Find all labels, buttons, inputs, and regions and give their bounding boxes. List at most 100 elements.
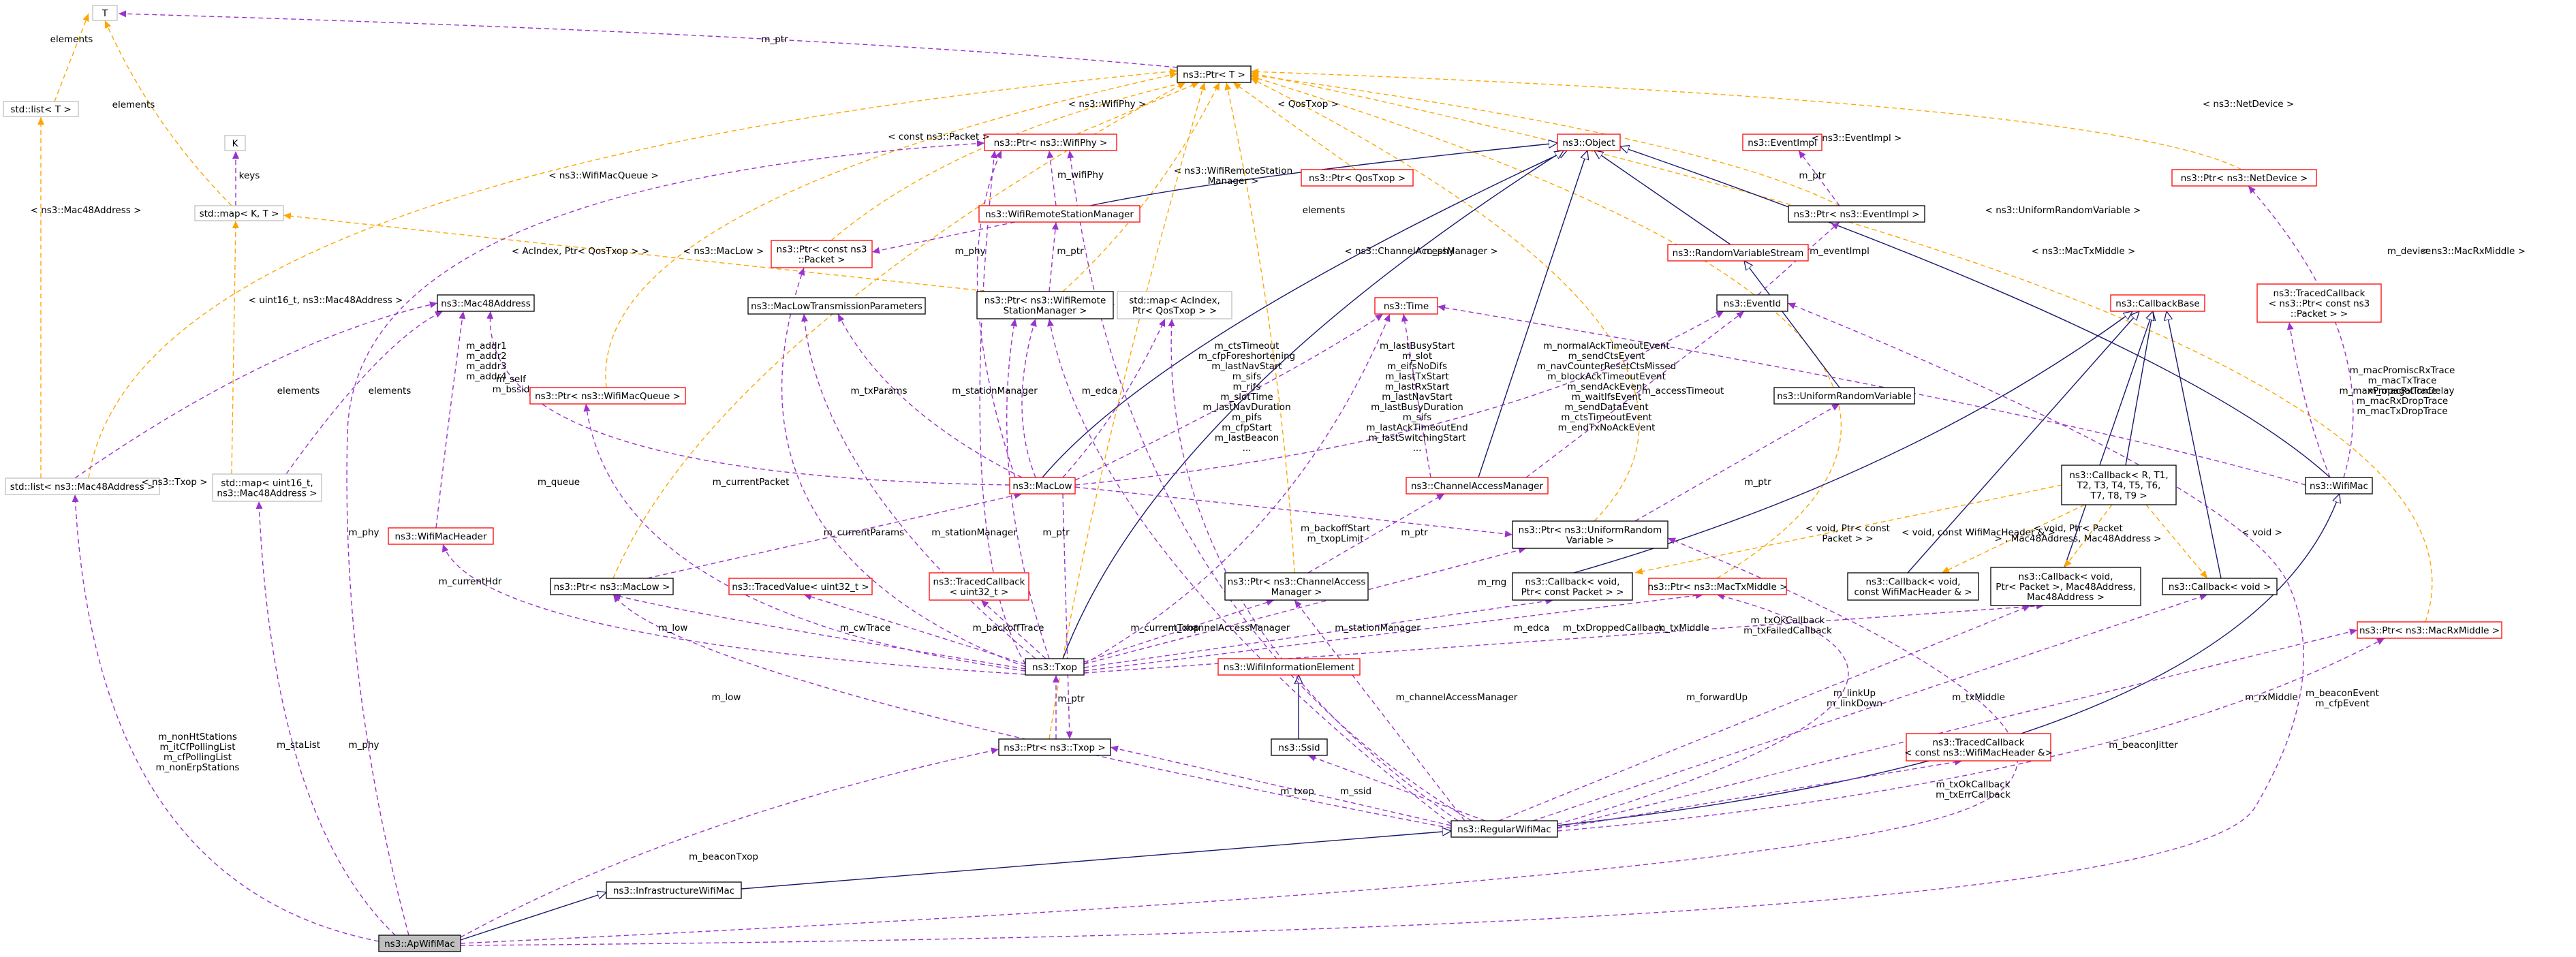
node-label: ns3::Ptr< ns3::MacRxMiddle > xyxy=(2359,625,2500,636)
edge-n_ptrMacTxMiddle-to-n_ptrT xyxy=(1250,75,1842,579)
node-box xyxy=(1224,572,1369,601)
node-box xyxy=(1648,578,1787,595)
node-label: Manager > xyxy=(1271,587,1322,598)
edge-label: m_txMiddle xyxy=(1656,623,1709,633)
edge-label: m_lastNavStart xyxy=(1382,392,1453,403)
edge-n_txop-to-n_lowTxParams xyxy=(801,313,1036,659)
node-wifiInfoElement[interactable]: ns3::WifiInformationElement xyxy=(1217,658,1361,676)
node-mapAcIndex[interactable]: std::map< AcIndex,Ptr< QosTxop > > xyxy=(1117,291,1232,319)
edge-n_listMac48-to-n_mac48 xyxy=(74,301,438,479)
node-label: Mac48Address > xyxy=(2027,592,2105,603)
edge-label: elements xyxy=(369,386,412,396)
node-callbackRT[interactable]: ns3::Callback< R, T1,T2, T3, T4, T5, T6,… xyxy=(2061,465,2177,505)
edge-label: < ns3::Txop > xyxy=(141,477,207,488)
node-label: std::list< T > xyxy=(10,104,71,115)
node-T[interactable]: T xyxy=(92,5,118,21)
node-label: ns3::EventId xyxy=(1724,298,1782,309)
node-ptrUrv[interactable]: ns3::Ptr< ns3::UniformRandomVariable > xyxy=(1512,520,1669,549)
node-regularWifiMac[interactable]: ns3::RegularWifiMac xyxy=(1450,820,1558,838)
edge-n_macLow-to-n_time xyxy=(1074,313,1384,481)
edge-label: < ns3::Mac48Address > xyxy=(31,205,142,216)
node-callbackBase[interactable]: ns3::CallbackBase xyxy=(2110,294,2205,312)
edge-label: < ns3::NetDevice > xyxy=(2203,99,2294,110)
node-tracedCbPacket[interactable]: ns3::TracedCallback< ns3::Ptr< const ns3… xyxy=(2256,283,2382,323)
node-ptrRemoteMgr[interactable]: ns3::Ptr< ns3::WifiRemoteStationManager … xyxy=(976,291,1114,319)
edge-label: m_lastNavDuration xyxy=(1202,402,1290,413)
node-txop[interactable]: ns3::Txop xyxy=(1025,658,1085,676)
node-macLow[interactable]: ns3::MacLow xyxy=(1009,477,1076,495)
node-tracedCbUint[interactable]: ns3::TracedCallback< uint32_t > xyxy=(929,572,1029,601)
edge-label: m_addr1 xyxy=(466,341,506,351)
node-mapUint16Mac48[interactable]: std::map< uint16_t,ns3::Mac48Address > xyxy=(212,473,322,502)
edge-label: m_waitIfsEvent xyxy=(1572,392,1642,403)
node-ptrMacQueue[interactable]: ns3::Ptr< ns3::WifiMacQueue > xyxy=(529,387,686,405)
edge-label: m_channelAccessManager xyxy=(1396,692,1518,703)
node-tracedValue[interactable]: ns3::TracedValue< uint32_t > xyxy=(728,578,873,595)
node-wifiMacHeader[interactable]: ns3::WifiMacHeader xyxy=(388,527,494,545)
node-wifiMac[interactable]: ns3::WifiMac xyxy=(2305,477,2373,495)
edge-n_txop-to-n_wifiMacHeader xyxy=(441,544,1026,675)
node-ptrMacLow[interactable]: ns3::Ptr< ns3::MacLow > xyxy=(550,578,674,595)
edge-n_txop-to-n_callbackVoidPtrPacket xyxy=(1083,597,1554,668)
node-box xyxy=(1990,567,2141,606)
edge-n_regularWifiMac-to-n_ptrMacRxMiddle xyxy=(1557,628,2358,828)
edge-label: keys xyxy=(239,170,260,181)
node-mapKT[interactable]: std::map< K, T > xyxy=(194,205,284,221)
node-box xyxy=(1512,572,1633,601)
node-ptrNetDevice[interactable]: ns3::Ptr< ns3::NetDevice > xyxy=(2171,169,2317,187)
node-ptrT[interactable]: ns3::Ptr< T > xyxy=(1177,65,1252,83)
node-label: ns3::TracedCallback xyxy=(933,577,1025,588)
node-stdlistT[interactable]: std::list< T > xyxy=(3,101,79,117)
edge-label: m_ptr xyxy=(1042,527,1070,538)
node-urv[interactable]: ns3::UniformRandomVariable xyxy=(1773,387,1915,405)
node-eventImpl[interactable]: ns3::EventImpl xyxy=(1742,134,1822,151)
node-box xyxy=(747,297,926,315)
edge-n_apwifimac-to-n_infraWifiMac xyxy=(460,892,606,941)
edge-label: < uint16_t, ns3::Mac48Address > xyxy=(249,295,403,306)
node-mac48[interactable]: ns3::Mac48Address xyxy=(437,294,535,312)
node-channelAccessMgr[interactable]: ns3::ChannelAccessManager xyxy=(1406,477,1549,495)
node-ptrEventImpl[interactable]: ns3::Ptr< ns3::EventImpl > xyxy=(1788,205,1925,223)
edge-n_callbackRT-to-n_callbackVoidPtrPacket xyxy=(1634,484,2062,575)
edge-label: m_macRxTrace xyxy=(2368,386,2437,396)
edge-label: m_cfpStart xyxy=(1222,422,1272,433)
edge-n_infraWifiMac-to-n_regularWifiMac xyxy=(741,831,1451,890)
node-ptrChannelAccess[interactable]: ns3::Ptr< ns3::ChannelAccessManager > xyxy=(1224,572,1369,601)
edge-label: m_maxPropagationDelay xyxy=(2340,386,2455,396)
node-box xyxy=(2357,621,2502,639)
edge-label: < void, const WifiMacHeader & > xyxy=(1902,527,2055,538)
edge-n_callbackVoidHeader-to-n_callbackBase xyxy=(1907,311,2139,574)
node-callbackVoidHeader[interactable]: ns3::Callback< void,const WifiMacHeader … xyxy=(1847,572,1979,601)
node-ptrConstPacket[interactable]: ns3::Ptr< const ns3::Packet > xyxy=(771,240,873,268)
node-rvs[interactable]: ns3::RandomVariableStream xyxy=(1667,244,1809,262)
edge-label: < const ns3::Packet > xyxy=(888,131,990,142)
node-tracedCbHeader[interactable]: ns3::TracedCallback< const ns3::WifiMacH… xyxy=(1904,733,2053,762)
node-callbackVoid[interactable]: ns3::Callback< void > xyxy=(2162,578,2278,595)
node-ptrMacTxMiddle[interactable]: ns3::Ptr< ns3::MacTxMiddle > xyxy=(1648,578,1788,595)
node-ptrTxop[interactable]: ns3::Ptr< ns3::Txop > xyxy=(998,738,1111,756)
node-callbackVoidPacketMac[interactable]: ns3::Callback< void,Ptr< Packet >, Mac48… xyxy=(1990,567,2141,606)
node-ptrQosTxop[interactable]: ns3::Ptr< QosTxop > xyxy=(1301,169,1414,187)
node-box xyxy=(212,473,322,502)
edge-n_remoteStationMgr-to-n_ptrWifiPhy xyxy=(1046,150,1057,206)
edge-label: m_slotTime xyxy=(1220,392,1273,403)
node-infraWifiMac[interactable]: ns3::InfrastructureWifiMac xyxy=(606,881,742,899)
node-lowTxParams[interactable]: ns3::MacLowTransmissionParameters xyxy=(747,297,926,315)
node-ptrMacRxMiddle[interactable]: ns3::Ptr< ns3::MacRxMiddle > xyxy=(2357,621,2502,639)
node-callbackVoidPtrPacket[interactable]: ns3::Callback< void,Ptr< const Packet > … xyxy=(1512,572,1633,601)
node-listMac48[interactable]: std::list< ns3::Mac48Address > xyxy=(5,477,160,495)
node-time[interactable]: ns3::Time xyxy=(1374,297,1438,315)
node-object[interactable]: ns3::Object xyxy=(1557,134,1621,151)
edge-label: m_cfpEvent xyxy=(2315,698,2369,709)
node-eventId[interactable]: ns3::EventId xyxy=(1716,294,1788,312)
node-ssid[interactable]: ns3::Ssid xyxy=(1271,738,1328,756)
edge-label: m_addr3 xyxy=(466,361,506,372)
node-box xyxy=(771,240,873,268)
node-ptrWifiPhy[interactable]: ns3::Ptr< ns3::WifiPhy > xyxy=(984,134,1117,151)
node-box xyxy=(978,205,1140,223)
node-apwifimac[interactable]: ns3::ApWifiMac xyxy=(378,935,461,952)
edge-n_txop-to-n_ptrMacTxMiddle xyxy=(1083,592,1704,672)
edge-n_ptrMacQueue-to-n_ptrT xyxy=(605,72,1178,388)
node-K[interactable]: K xyxy=(224,135,246,151)
node-remoteStationMgr[interactable]: ns3::WifiRemoteStationManager xyxy=(978,205,1140,223)
